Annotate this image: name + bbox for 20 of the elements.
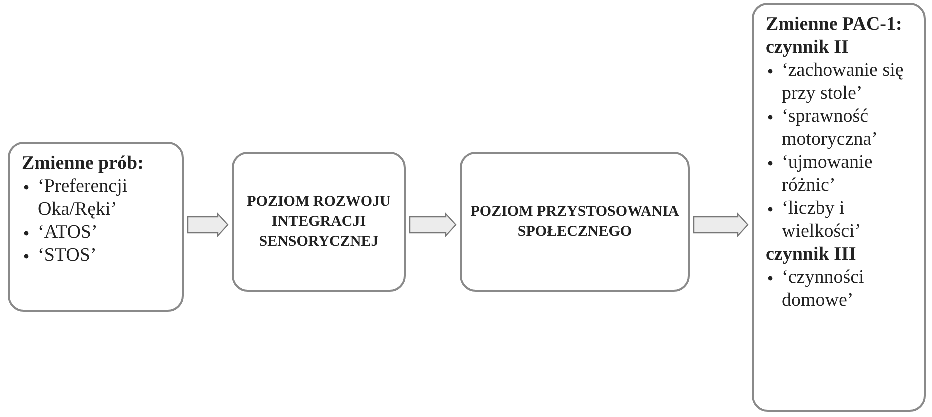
bullet-item: ‘czynności domowe’ (782, 267, 864, 311)
rounded-box (460, 152, 690, 292)
rounded-box (752, 3, 926, 412)
heading-text: POZIOM ROZWOJU INTEGRACJI SENSORYCZNEJ (246, 193, 392, 252)
bullet-item: ‘Preferencji Oka/Ręki’ (38, 176, 128, 220)
heading-text: Zmienne prób: (22, 152, 145, 175)
heading-text: czynnik II (766, 36, 850, 59)
bullet-item: ‘sprawność motoryczna’ (782, 106, 878, 150)
rounded-box (232, 152, 406, 292)
bullet-item: ‘ATOS’ (38, 222, 98, 243)
heading-text: POZIOM PRZYSTOSOWANIA SPOŁECZNEGO (470, 203, 680, 242)
block-arrow (409, 212, 457, 238)
heading-text: Zmienne PAC-1: (766, 13, 904, 36)
block-arrow (187, 212, 229, 238)
heading-text: czynnik III (766, 243, 858, 266)
rounded-box (8, 142, 184, 312)
bullet-item: ‘STOS’ (38, 245, 97, 266)
block-arrow (693, 212, 749, 238)
bullet-item: ‘zachowanie się przy stole’ (782, 60, 904, 104)
bullet-item: ‘ujmowanie różnic’ (782, 152, 873, 196)
